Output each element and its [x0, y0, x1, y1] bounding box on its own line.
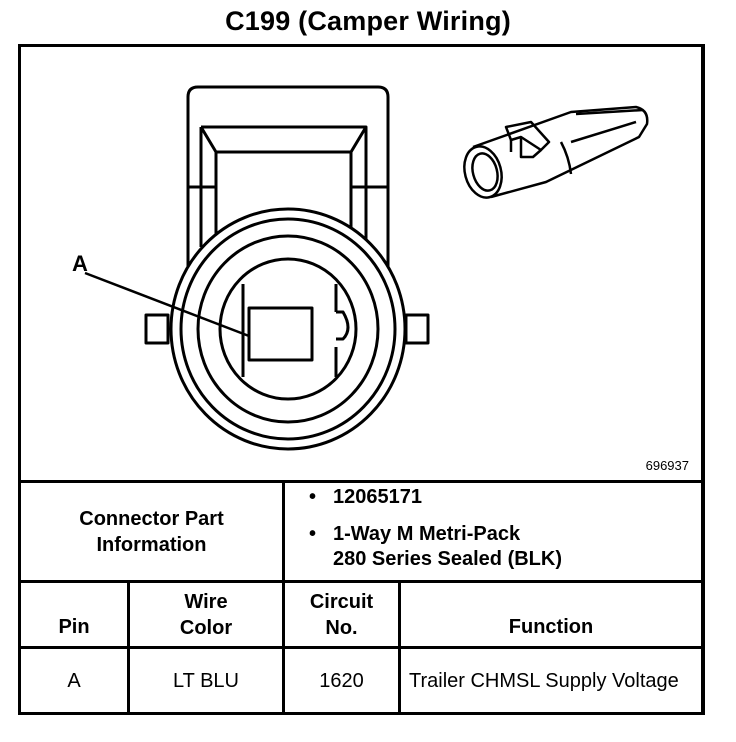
header-circuit-no: Circuit No. — [309, 590, 374, 639]
figure-code: 696937 — [645, 458, 689, 473]
divider-header-row — [21, 646, 701, 649]
row-pin: A — [67, 669, 81, 692]
divider-col-pin — [127, 580, 130, 712]
pin-a-callout: A — [72, 251, 88, 276]
connector-isometric-view-icon — [463, 105, 649, 199]
connector-frame: A 696937 Connector Part Information — [18, 44, 705, 715]
row-function: Trailer CHMSL Supply Voltage — [409, 669, 679, 692]
row-circuit-no: 1620 — [319, 669, 364, 692]
connector-part-info-list: • 12065171 • 1-Way M Metri-Pack 280 Seri… — [293, 485, 562, 584]
header-pin: Pin — [58, 616, 90, 638]
connector-face-view-icon — [84, 85, 430, 451]
divider-col-function-left — [398, 580, 401, 712]
divider-diagram-table — [21, 480, 701, 483]
connector-type-item: • 1-Way M Metri-Pack 280 Series Sealed (… — [309, 523, 562, 570]
connector-part-info-label: Connector Part Information — [79, 507, 224, 556]
divider-col-circuit-left — [282, 480, 285, 712]
page-title: C199 (Camper Wiring) — [225, 6, 511, 36]
header-wire-color: Wire Color — [179, 590, 233, 639]
connector-diagram: A 696937 — [21, 47, 701, 480]
divider-info-header — [21, 580, 701, 583]
part-number-item: • 12065171 — [309, 486, 422, 508]
row-wire-color: LT BLU — [173, 669, 239, 692]
header-function: Function — [508, 616, 594, 638]
